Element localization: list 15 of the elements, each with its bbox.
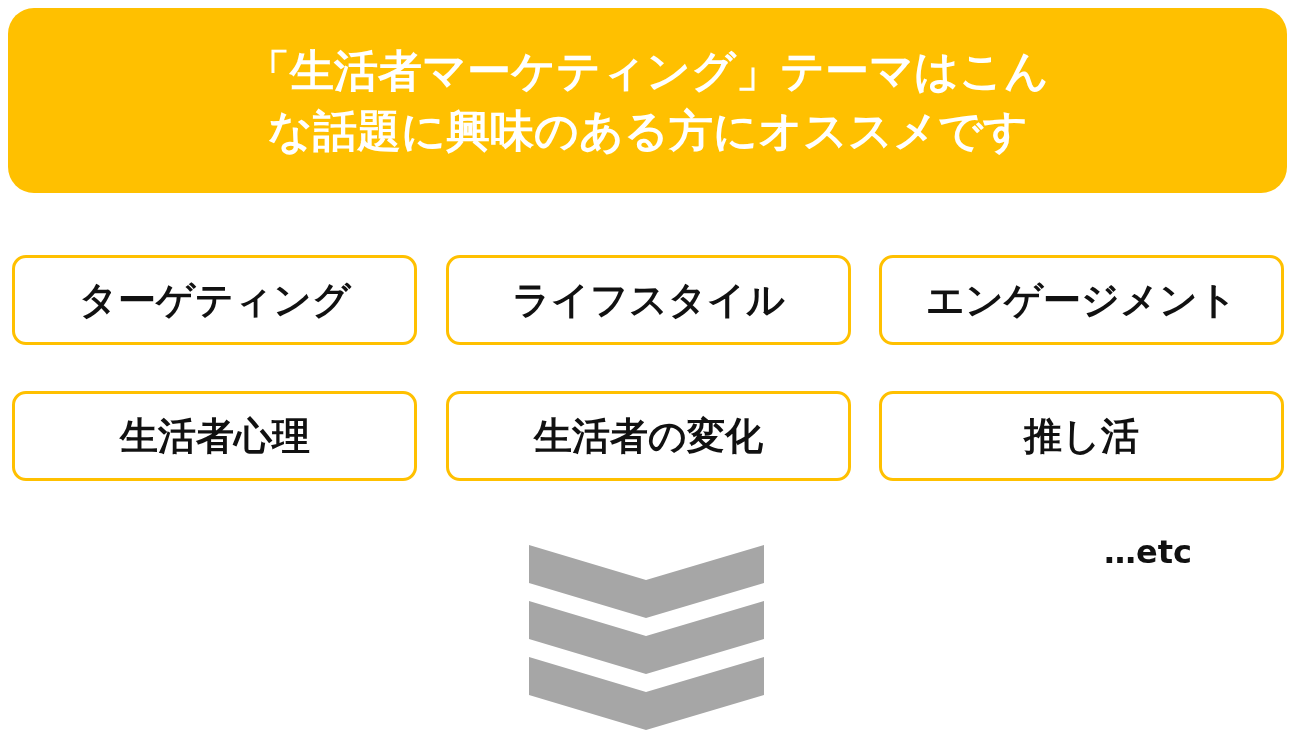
topic-label: 生活者心理: [119, 412, 310, 460]
topic-label: ライフスタイル: [512, 276, 785, 324]
topic-card: [879, 391, 1284, 481]
heading-text: 「生活者マーケティング」テーマはこんな話題に興味のある方にオススメです: [245, 44, 1050, 158]
topic-card: [12, 391, 417, 481]
topic-card: [446, 391, 851, 481]
etc-note: …etc: [1104, 533, 1192, 571]
topic-label: 推し活: [1024, 412, 1139, 460]
topic-label: ターゲティング: [78, 276, 351, 324]
topic-card: [12, 255, 417, 345]
topic-card: [446, 255, 851, 345]
topic-label: 生活者の変化: [534, 412, 763, 460]
header-banner: [8, 8, 1287, 193]
topic-card: [879, 255, 1284, 345]
topic-label: エンゲージメント: [926, 276, 1237, 324]
